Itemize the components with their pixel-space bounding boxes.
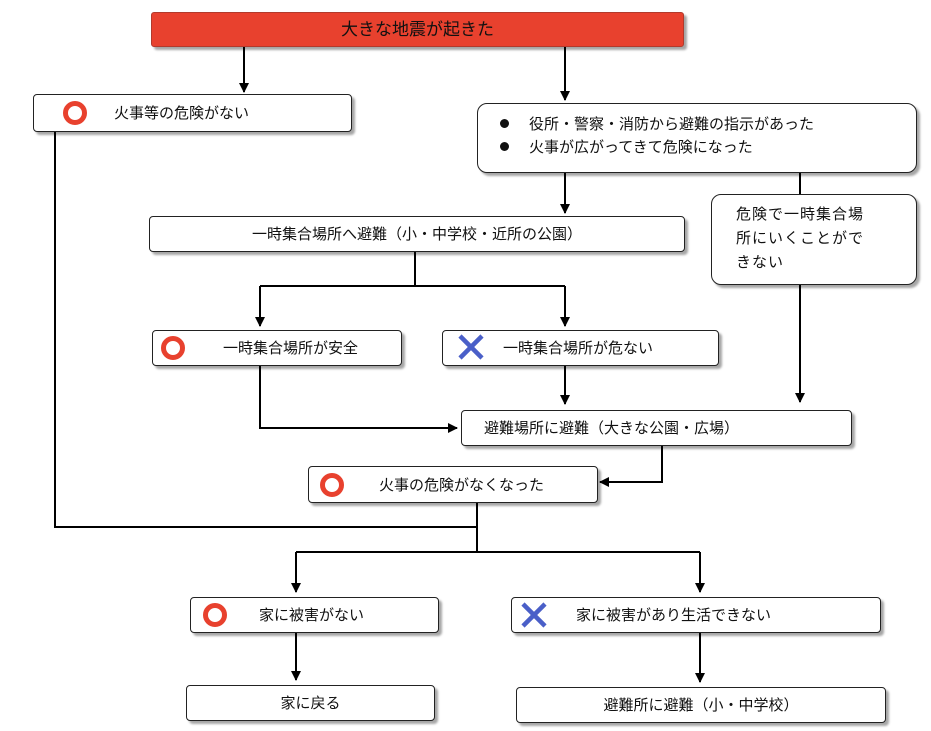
line-no-fire-bypass (54, 132, 477, 528)
node-house-damaged: 家に被害があり生活できない (511, 597, 881, 633)
cannot-reach-line-3: きない (736, 253, 785, 271)
node-fire-gone-label: 火事の危険がなくなった (379, 476, 545, 494)
node-house-ok-label: 家に被害がない (259, 606, 365, 624)
bullet-icon (500, 142, 509, 151)
node-house-damaged-label: 家に被害があり生活できない (576, 606, 772, 624)
node-temp-evac-label: 一時集合場所へ避難（小・中学校・近所の公園） (251, 225, 582, 243)
node-house-ok: 家に被害がない (190, 597, 439, 633)
cannot-reach-line-1: 危険で一時集合場 (736, 205, 865, 223)
instruction-bullet-1: 役所・警察・消防から避難の指示があった (500, 113, 814, 135)
node-temp-dangerous-label: 一時集合場所が危ない (503, 339, 654, 357)
red-circle-icon (320, 473, 344, 497)
node-evac-instruction: 役所・警察・消防から避難の指示があった 火事が広がってきて危険になった (477, 103, 917, 173)
node-shelter: 避難所に避難（小・中学校） (516, 687, 886, 723)
arrow-safe-to-evac (259, 365, 458, 433)
node-temp-evac: 一時集合場所へ避難（小・中学校・近所の公園） (149, 216, 685, 252)
red-circle-icon (63, 101, 87, 125)
node-no-fire-danger-label: 火事等の危険がない (114, 104, 250, 122)
node-temp-dangerous: 一時集合場所が危ない (442, 330, 719, 366)
node-fire-gone: 火事の危険がなくなった (308, 466, 598, 503)
instruction-bullet-2: 火事が広がってきて危険になった (500, 136, 753, 158)
blue-cross-icon (521, 602, 547, 628)
node-cannot-reach: 危険で一時集合場 所にいくことがで きない (711, 194, 917, 285)
bullet-icon (500, 119, 509, 128)
node-temp-safe-label: 一時集合場所が安全 (223, 339, 359, 357)
node-shelter-label: 避難所に避難（小・中学校） (603, 696, 799, 714)
red-circle-icon (161, 336, 185, 360)
cannot-reach-line-2: 所にいくことがで (736, 229, 865, 247)
red-circle-icon (203, 603, 227, 627)
node-evac-area: 避難場所に避難（大きな公園・広場） (461, 410, 852, 446)
node-no-fire-danger: 火事等の危険がない (33, 94, 352, 132)
title-text: 大きな地震が起きた (341, 19, 494, 40)
blue-cross-icon (458, 334, 484, 360)
node-return-home-label: 家に戻る (280, 694, 341, 712)
instruction-2-label: 火事が広がってきて危険になった (529, 138, 753, 156)
arrow-evac-to-fire-gone (599, 445, 663, 487)
node-evac-area-label: 避難場所に避難（大きな公園・広場） (484, 419, 740, 437)
node-return-home: 家に戻る (186, 685, 435, 721)
title-banner: 大きな地震が起きた (151, 12, 684, 47)
instruction-1-label: 役所・警察・消防から避難の指示があった (529, 115, 815, 133)
node-temp-safe: 一時集合場所が安全 (152, 330, 402, 366)
